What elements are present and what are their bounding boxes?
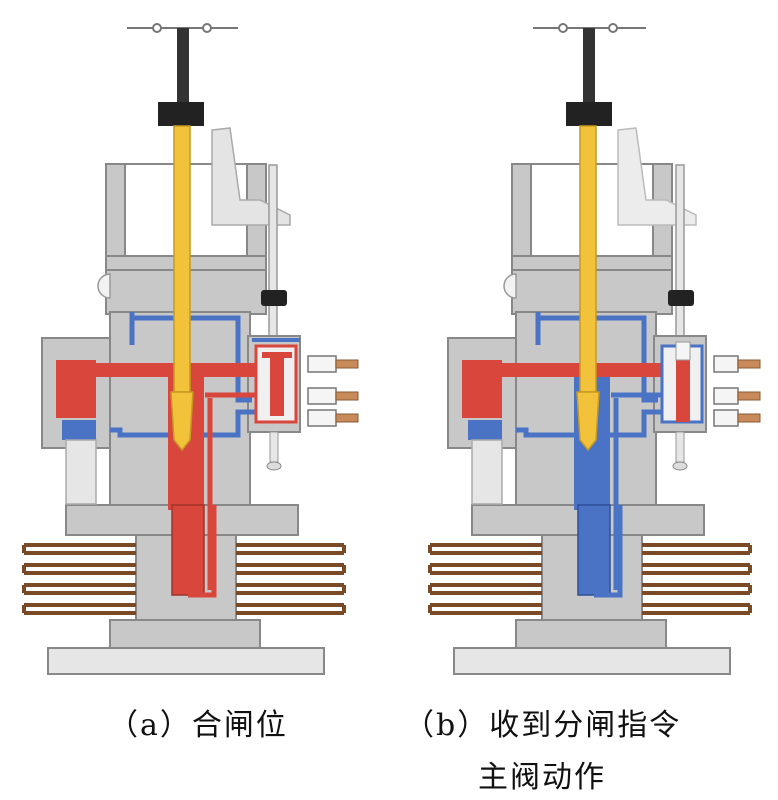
pivot-icon <box>608 23 618 33</box>
connectors <box>307 355 359 427</box>
connector-icon <box>713 355 739 373</box>
pilot-spool <box>676 356 690 422</box>
lock-nut-icon <box>261 290 287 306</box>
main-rod <box>173 125 191 393</box>
pilot-seat <box>675 341 691 361</box>
main-rod <box>579 125 597 393</box>
connector-pin-icon <box>335 391 359 401</box>
adjust-knob-icon <box>266 461 282 471</box>
lower-cylinder-red <box>171 504 205 596</box>
pilot-stem <box>269 431 279 463</box>
high-pressure-chamber <box>462 360 502 418</box>
piston-guide <box>471 439 503 505</box>
lock-nut-icon <box>668 290 694 306</box>
piston-guide <box>65 439 97 505</box>
upper-rod <box>177 28 189 104</box>
panel-b <box>428 23 761 675</box>
panel-a <box>22 23 359 675</box>
high-pressure-channel <box>205 392 262 590</box>
connector-icon <box>307 355 337 373</box>
pilot-rod <box>675 164 685 341</box>
pivot-icon <box>202 23 212 33</box>
connector-pin-icon <box>335 359 359 369</box>
connector-pin-icon <box>737 413 761 423</box>
caption-b-line2: 主阀动作 <box>478 760 606 795</box>
high-pressure-chamber <box>56 360 96 418</box>
foundation <box>453 647 731 675</box>
pilot-rod <box>268 164 278 341</box>
pilot-spool <box>270 356 284 416</box>
pivot-icon <box>558 23 568 33</box>
connector-icon <box>713 409 739 427</box>
indicator-lamp-icon <box>503 273 517 299</box>
indicator-lamp-icon <box>97 273 111 299</box>
connector-icon <box>307 409 337 427</box>
low-pressure-chamber <box>62 420 96 440</box>
upper-rod <box>583 28 595 104</box>
foundation <box>47 647 325 675</box>
caption-a: （a）合闸位 <box>108 708 288 743</box>
spring-left <box>428 543 542 615</box>
adjust-knob-icon <box>672 461 688 471</box>
caption-b-line1: （b）收到分闸指令 <box>404 708 682 743</box>
spring-left <box>22 543 136 615</box>
rod-tip <box>576 391 600 452</box>
connector-pin-icon <box>737 359 761 369</box>
pilot-stem <box>675 431 685 463</box>
pivot-icon <box>152 23 162 33</box>
connector-pin-icon <box>737 391 761 401</box>
return-channel <box>188 505 217 598</box>
low-pressure-chamber <box>468 420 502 440</box>
low-pressure-channel <box>611 392 668 590</box>
base-plate <box>109 619 261 649</box>
rod-coupling <box>158 102 204 126</box>
rod-coupling <box>566 102 612 126</box>
base-plate <box>515 619 667 649</box>
connector-pin-icon <box>335 413 359 423</box>
spring-right <box>642 543 752 615</box>
connector-icon <box>713 387 739 405</box>
pilot-seat <box>262 352 292 358</box>
lower-cylinder-blue <box>577 504 611 596</box>
rod-tip <box>170 391 194 452</box>
return-channel <box>594 505 623 598</box>
connectors <box>713 355 761 427</box>
connector-icon <box>307 387 337 405</box>
spring-right <box>236 543 346 615</box>
